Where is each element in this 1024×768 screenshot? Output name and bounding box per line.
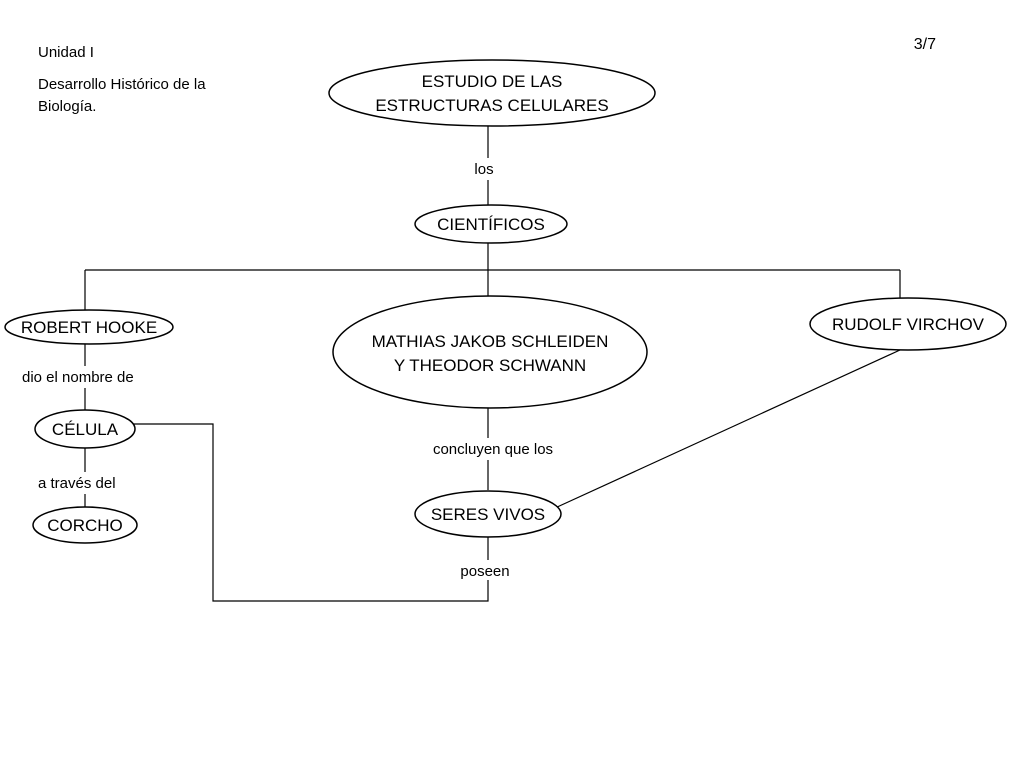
- node-estudio-estructuras-celulares: ESTUDIO DE LAS ESTRUCTURAS CELULARES: [328, 59, 656, 127]
- node-corcho-label: CORCHO: [47, 516, 123, 535]
- node-cientificos: CIENTÍFICOS: [414, 204, 568, 244]
- link-label-poseen: poseen: [460, 563, 509, 580]
- node-schleiden-schwann: MATHIAS JAKOB SCHLEIDEN Y THEODOR SCHWAN…: [332, 295, 648, 409]
- node-schleiden-line-2: Y THEODOR SCHWANN: [394, 356, 586, 375]
- node-seres-label: SERES VIVOS: [431, 505, 545, 524]
- node-virchov-label: RUDOLF VIRCHOV: [832, 315, 985, 334]
- connector-virchov-seres: [554, 349, 901, 509]
- node-seres-vivos: SERES VIVOS: [414, 490, 562, 538]
- link-label-concluyen-que-los: concluyen que los: [433, 441, 553, 458]
- link-label-los: los: [474, 161, 493, 178]
- page-indicator: 3/7: [913, 36, 936, 53]
- topic-title: Desarrollo Histórico de la Biología.: [38, 76, 206, 115]
- node-hooke-label: ROBERT HOOKE: [21, 318, 157, 337]
- node-celula: CÉLULA: [34, 409, 136, 449]
- connector-poseen-celula: [131, 423, 489, 602]
- connectors: [84, 126, 901, 602]
- node-estudio-line-2: ESTRUCTURAS CELULARES: [375, 96, 608, 115]
- link-label-dio-el-nombre-de: dio el nombre de: [22, 369, 134, 386]
- link-label-a-traves-del: a través del: [38, 475, 116, 492]
- node-rudolf-virchov: RUDOLF VIRCHOV: [809, 297, 1007, 351]
- node-estudio-line-1: ESTUDIO DE LAS: [422, 72, 563, 91]
- node-celula-label: CÉLULA: [52, 420, 119, 439]
- node-schleiden-line-1: MATHIAS JAKOB SCHLEIDEN: [372, 332, 609, 351]
- unit-title: Unidad I: [38, 44, 94, 61]
- node-robert-hooke: ROBERT HOOKE: [4, 309, 174, 345]
- node-corcho: CORCHO: [32, 506, 138, 544]
- node-cientificos-label: CIENTÍFICOS: [437, 215, 545, 234]
